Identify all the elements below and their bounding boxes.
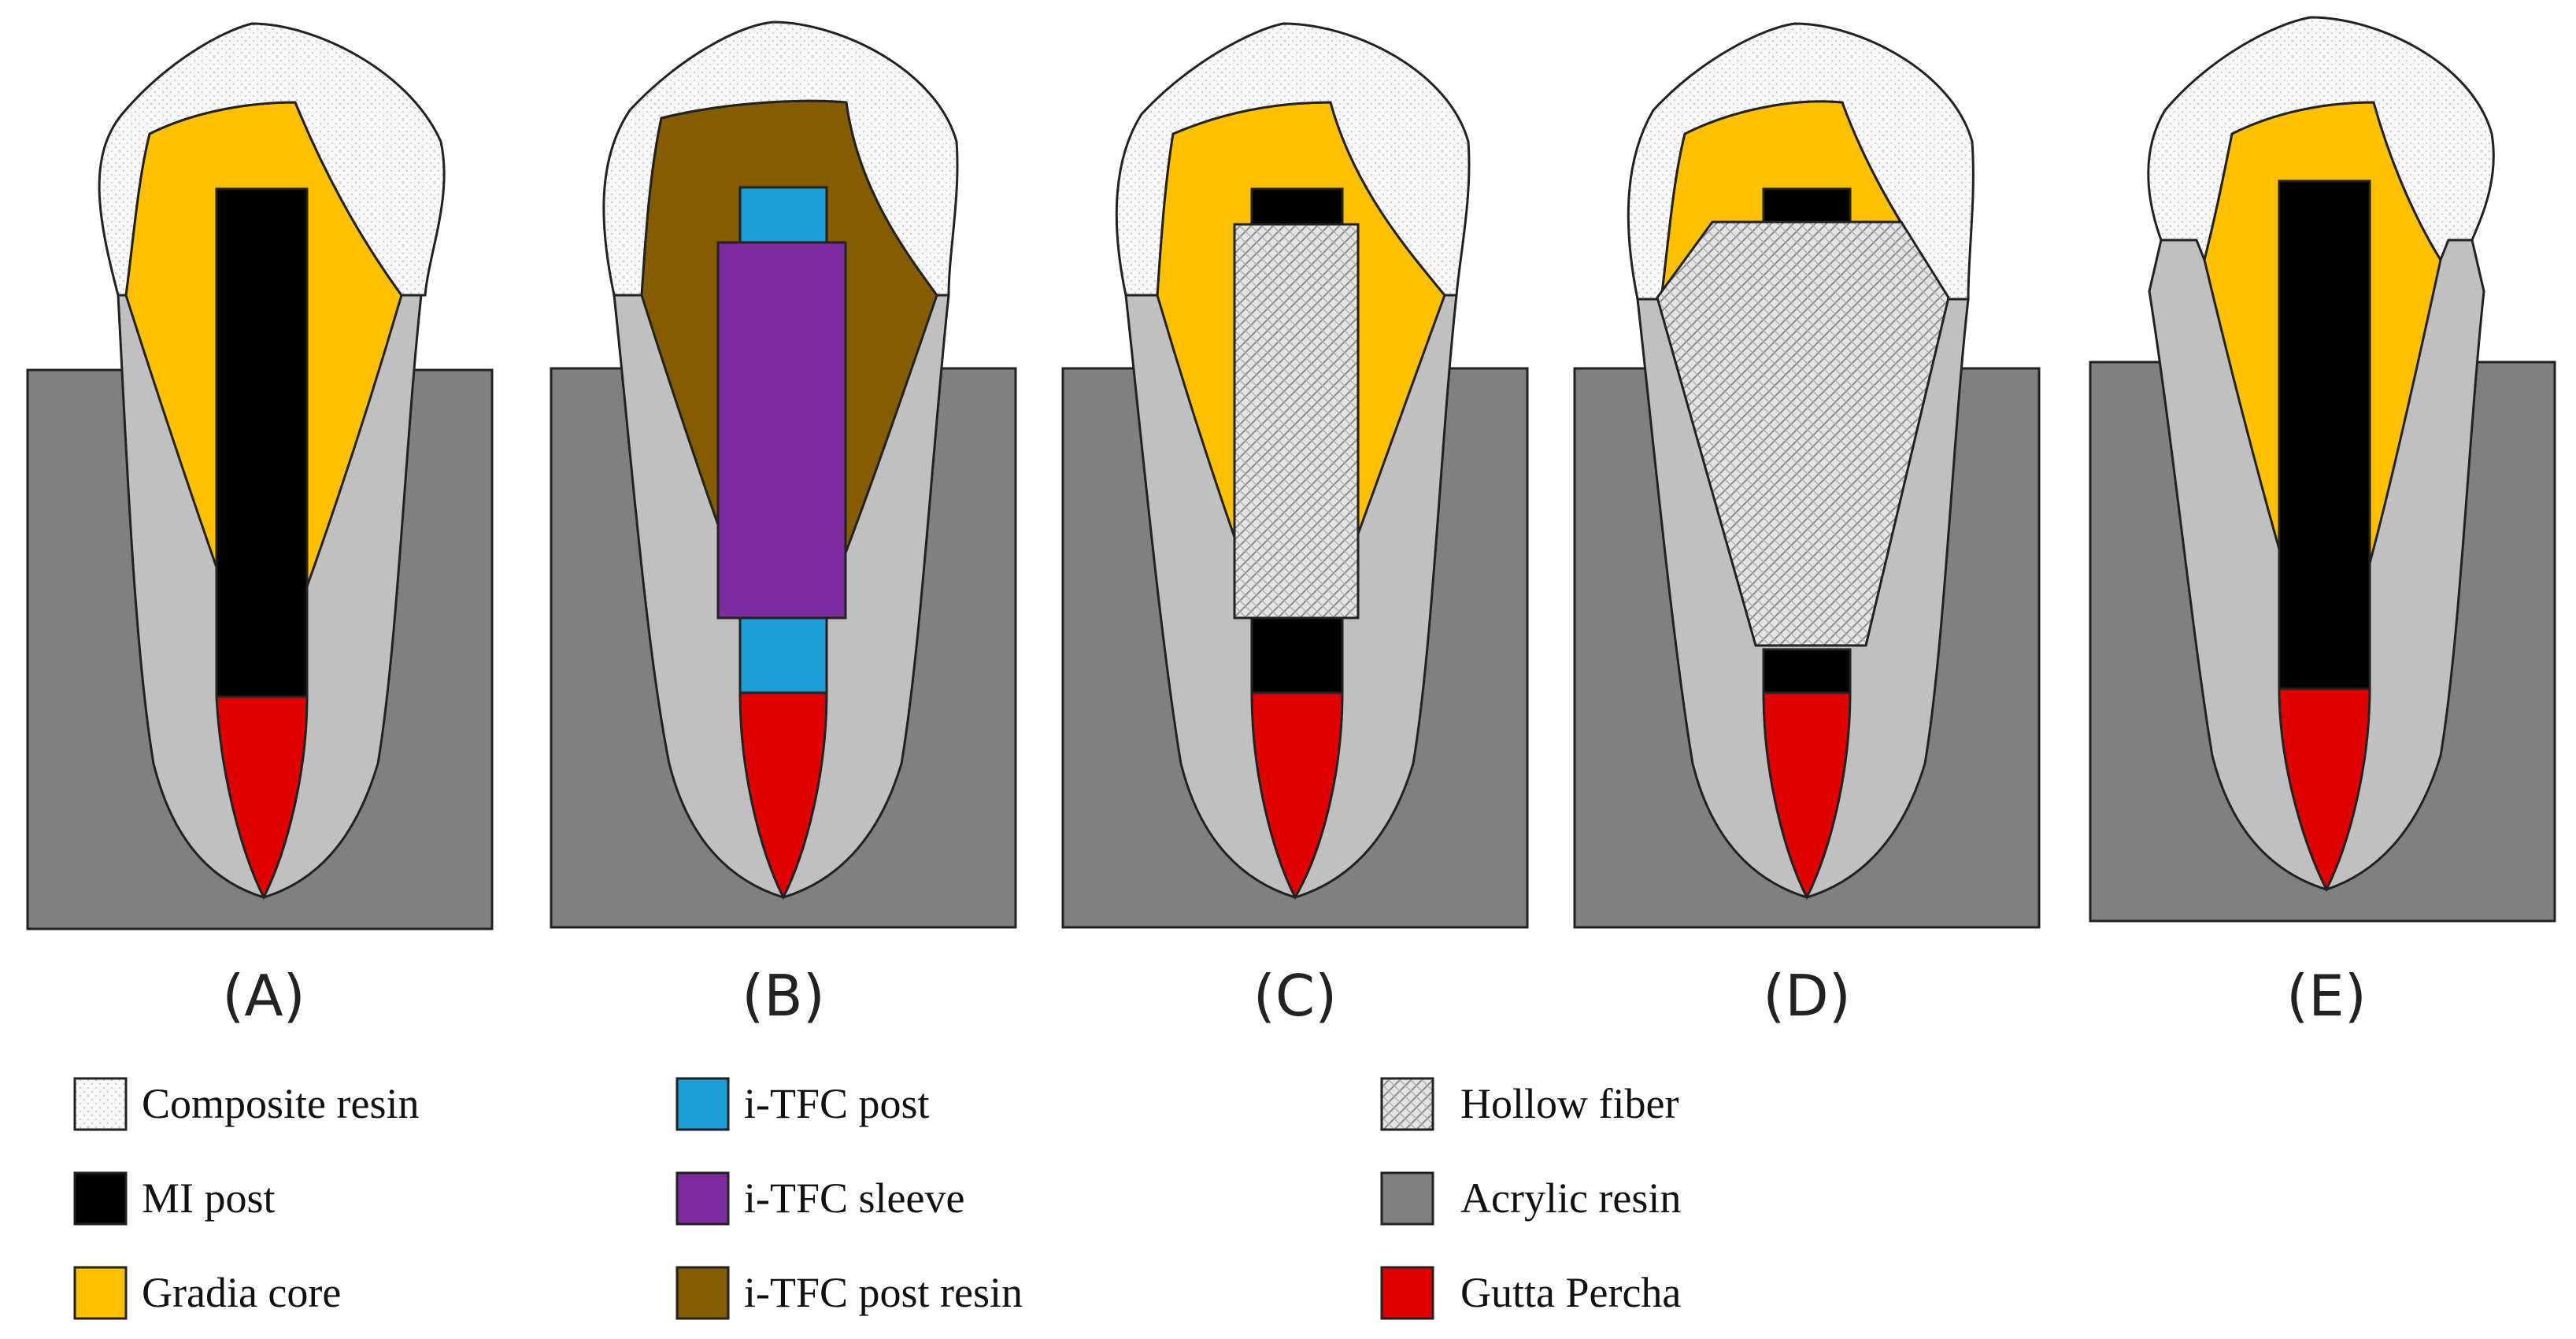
panel-label-e: (E) [2286,963,2367,1029]
composite-crown [2147,16,2495,264]
legend-label-acrylic-resin: Acrylic resin [1460,1174,1681,1222]
legend-swatch-mi-post [73,1171,128,1226]
composite-crown [602,20,959,297]
composite-crown [98,22,446,297]
legend-swatch-itfc-post-resin [675,1266,730,1320]
legend-label-hollow-fiber: Hollow fiber [1460,1080,1678,1127]
gutta-percha [738,691,828,901]
legend-swatch-gradia-core [73,1266,128,1320]
mi-post [215,187,309,698]
itfc-sleeve [716,241,847,620]
legend-swatch-composite-resin [73,1077,128,1131]
legend-swatch-gutta-percha [1380,1266,1434,1320]
legend-label-composite-resin: Composite resin [142,1080,419,1127]
gutta-percha [2278,687,2371,893]
hollow-fiber [1656,220,1950,647]
panel-e [2089,16,2556,923]
gutta-percha [1762,691,1852,901]
legend-label-itfc-post: i-TFC post [744,1080,930,1127]
itfc-post-top [738,186,828,244]
panel-a [26,22,494,930]
composite-crown [1627,22,1975,301]
legend: Composite resin MI post Gradia core i-TF… [73,1077,1681,1320]
gutta-percha [215,695,309,901]
mi-post-top [1250,187,1344,226]
mi-post-bottom [1762,648,1852,694]
gutta-percha [1250,691,1344,901]
legend-label-gradia-core: Gradia core [142,1269,341,1316]
legend-label-itfc-sleeve: i-TFC sleeve [744,1174,964,1222]
panel-label-d: (D) [1763,963,1851,1029]
legend-label-mi-post: MI post [142,1174,276,1222]
composite-crown [1115,22,1471,297]
mi-post-top [1762,187,1852,224]
panel-label-b: (B) [742,963,825,1029]
legend-swatch-itfc-sleeve [675,1171,730,1226]
itfc-post-bottom [738,616,828,694]
legend-label-itfc-post-resin: i-TFC post resin [744,1269,1023,1316]
legend-swatch-itfc-post [675,1077,730,1131]
legend-swatch-hollow-fiber [1380,1077,1434,1131]
panel-d [1573,22,2041,929]
mi-post [2278,179,2371,690]
panel-label-c: (C) [1253,963,1337,1029]
panel-b [550,20,1017,929]
hollow-fiber [1233,223,1360,620]
mi-post-bottom [1250,616,1344,694]
panel-label-a: (A) [222,963,305,1029]
legend-swatch-acrylic-resin [1380,1171,1434,1226]
legend-label-gutta-percha: Gutta Percha [1460,1269,1681,1316]
panel-c [1061,22,1529,929]
